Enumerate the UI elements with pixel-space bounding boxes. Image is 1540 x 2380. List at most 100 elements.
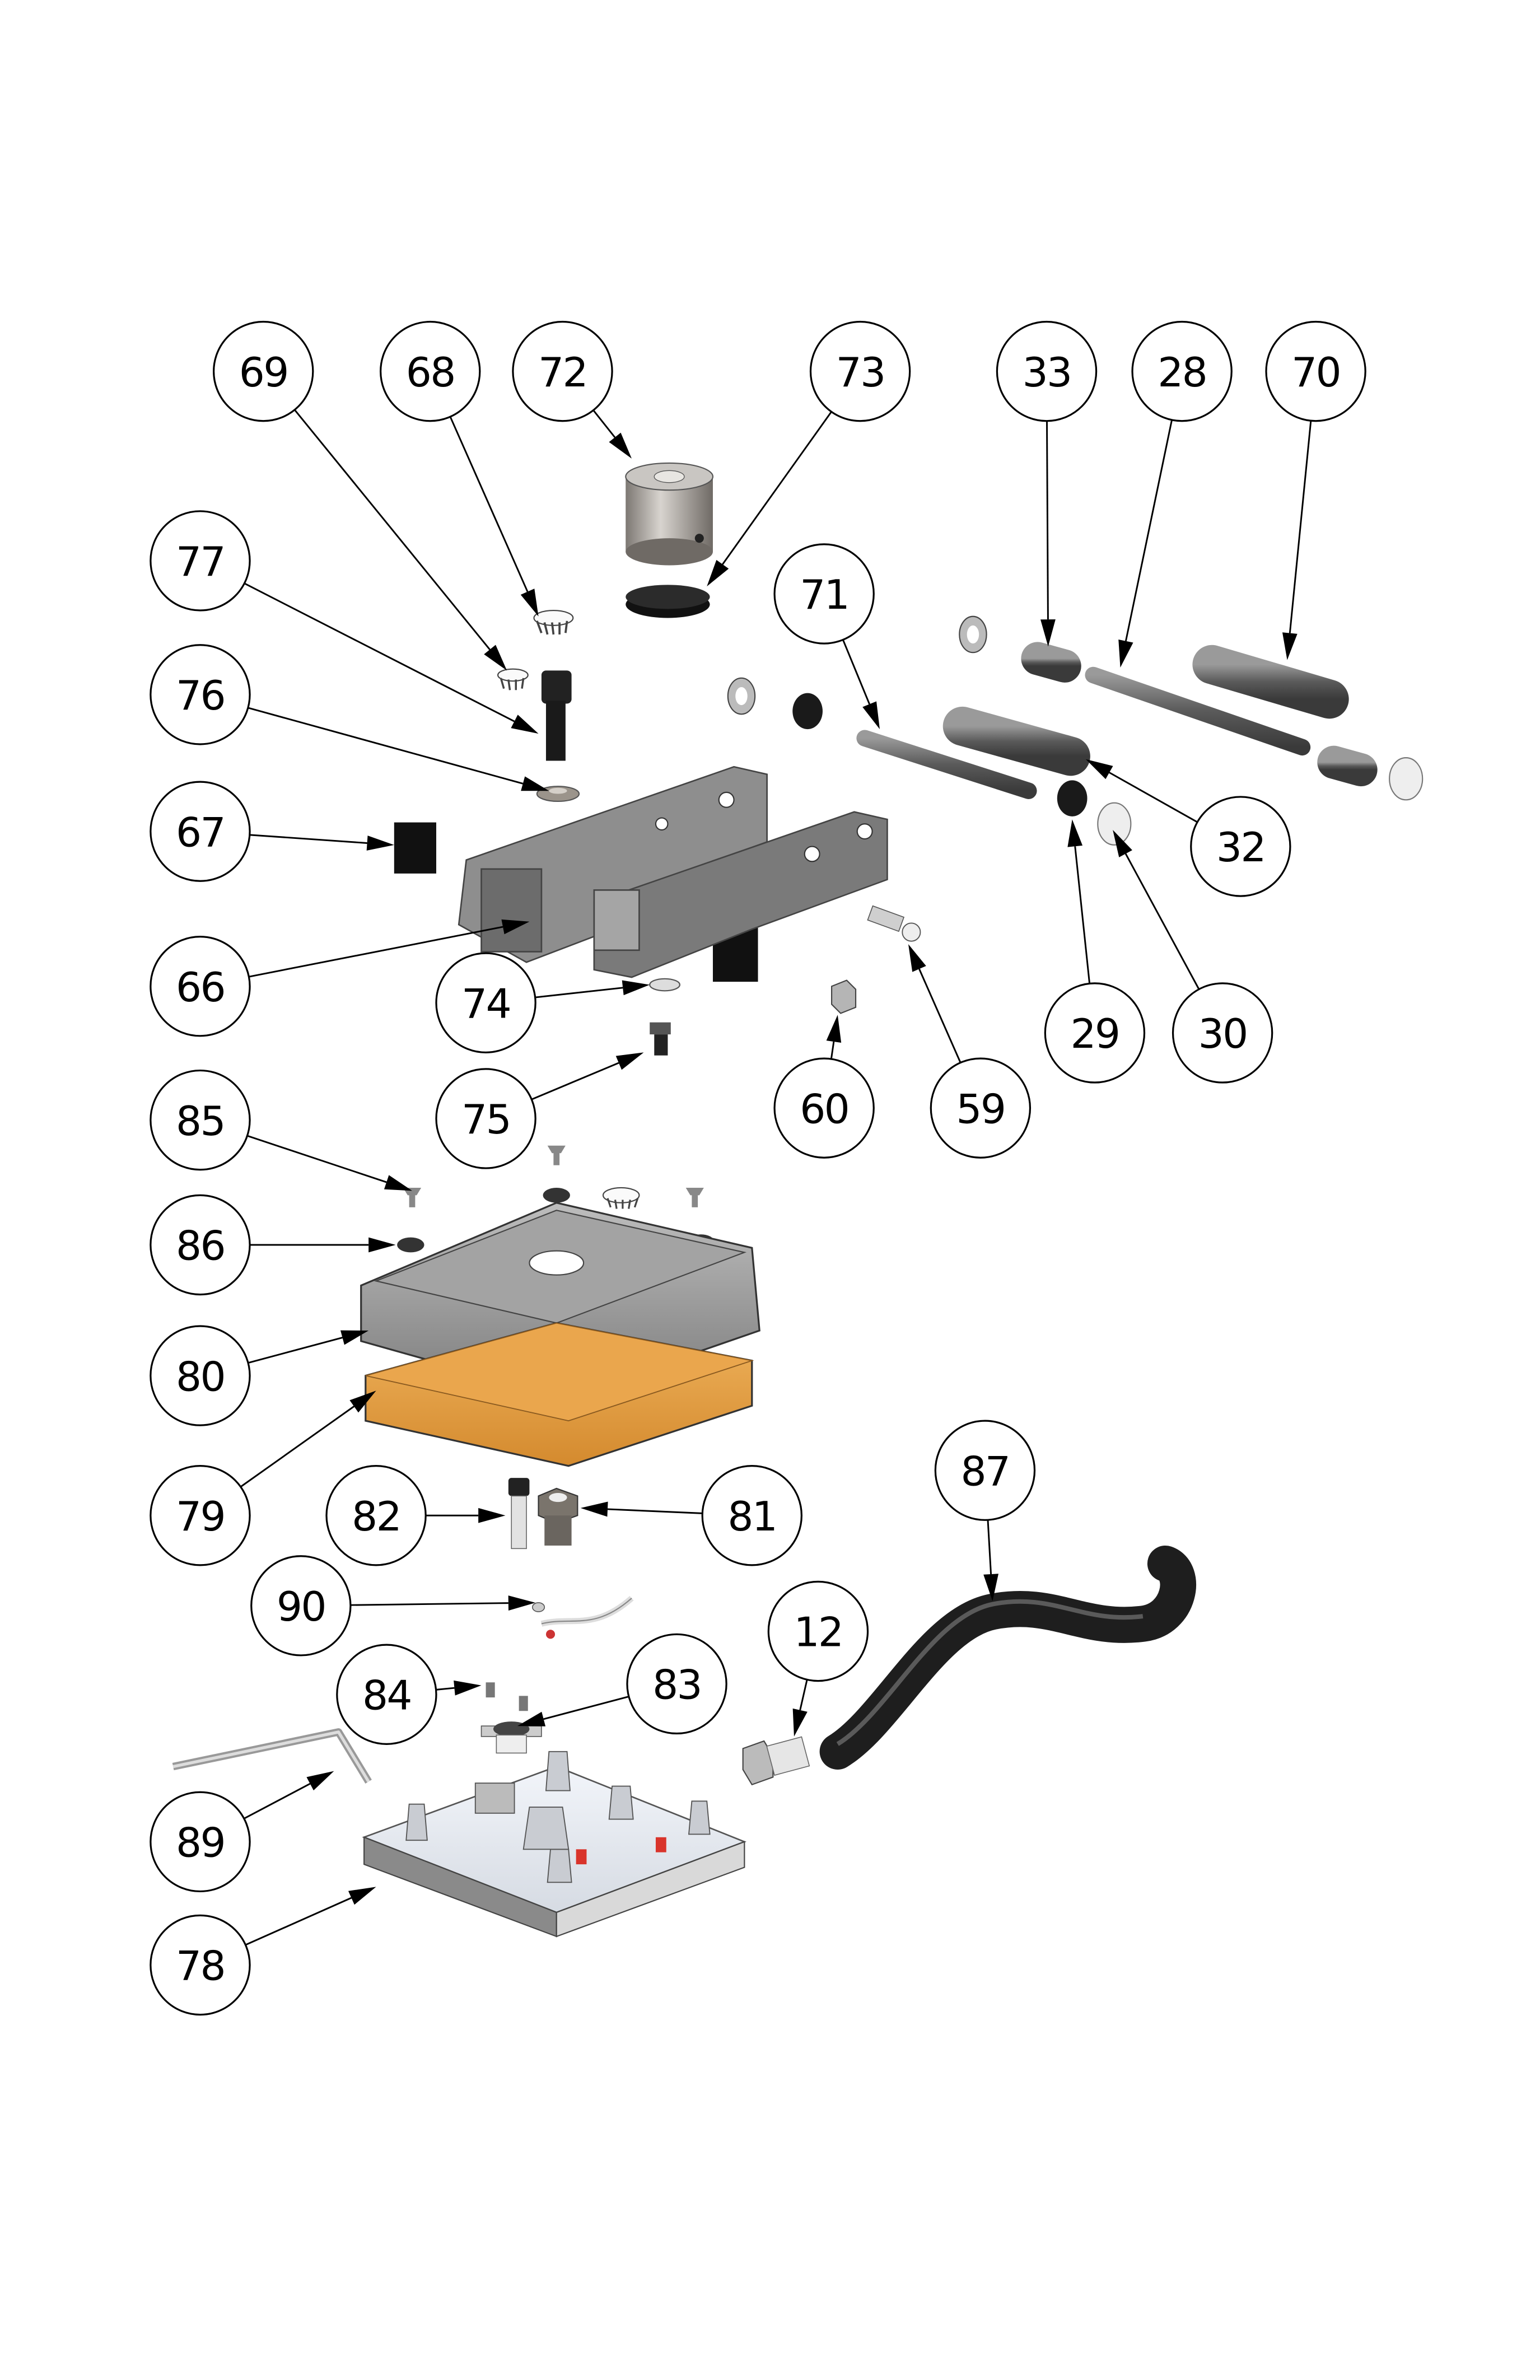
leader-line-30 (1124, 853, 1200, 990)
arrowhead-icon (511, 715, 539, 734)
callout-circle (996, 320, 1098, 422)
callout-bubble-81: 81 (701, 1465, 802, 1566)
callout-number: 77 (176, 539, 225, 586)
callout-bubble-69: 69 (213, 320, 314, 422)
part-rubber-disc (626, 585, 710, 618)
callout-bubble-70: 70 (1265, 320, 1366, 422)
callout-number: 75 (461, 1096, 510, 1144)
callout-number: 68 (406, 349, 455, 396)
arrowhead-icon (1118, 639, 1133, 668)
callout-number: 82 (352, 1494, 400, 1541)
part-rod (856, 730, 1037, 799)
leader-line-78 (245, 1897, 352, 1946)
callout-circle (701, 1465, 802, 1566)
callout-bubble-79: 79 (150, 1465, 251, 1566)
part-magnet-cylinder (625, 462, 714, 566)
leader-line-89 (244, 1782, 311, 1819)
callout-circle (150, 1194, 251, 1296)
callout-circle (809, 320, 911, 422)
part-dome-cap (1389, 757, 1424, 801)
callout-circle (213, 320, 314, 422)
callout-circle (435, 1068, 536, 1169)
leader-line-68 (449, 416, 529, 592)
callout-bubble-77: 77 (150, 510, 251, 612)
part-hose (819, 1545, 1196, 1770)
leader-line-67 (249, 834, 367, 844)
callout-circle (1265, 320, 1366, 422)
callout-number: 90 (277, 1584, 325, 1631)
callout-bubble-28: 28 (1131, 320, 1233, 422)
callout-number: 72 (538, 349, 587, 396)
part-thermostat (480, 1721, 542, 1754)
callout-circle (1190, 796, 1291, 897)
part-small-screws (486, 1682, 528, 1711)
callout-number: 84 (362, 1672, 411, 1719)
leader-line-90 (350, 1602, 508, 1606)
callout-number: 70 (1291, 349, 1340, 396)
leader-line-28 (1124, 419, 1173, 642)
parts-layer (172, 462, 1424, 1938)
callout-circle (773, 1057, 875, 1159)
callout-circle (325, 1465, 427, 1566)
callout-circle (250, 1555, 352, 1656)
leader-line-73 (722, 411, 832, 565)
arrowhead-icon (792, 1708, 808, 1737)
callout-bubble-89: 89 (150, 1791, 251, 1893)
arrowhead-icon (609, 432, 632, 459)
part-shoulder-screw (650, 1022, 671, 1056)
callout-circle (150, 1914, 251, 2016)
arrowhead-icon (580, 1501, 608, 1517)
callout-bubble-29: 29 (1044, 982, 1146, 1084)
leader-line-79 (240, 1406, 355, 1488)
callout-bubble-33: 33 (996, 320, 1098, 422)
callout-bubble-67: 67 (150, 781, 251, 882)
callout-number: 74 (461, 981, 510, 1028)
callout-number: 86 (176, 1223, 225, 1270)
callout-number: 89 (176, 1820, 225, 1867)
leader-line-81 (607, 1508, 703, 1514)
callout-bubble-30: 30 (1172, 982, 1273, 1084)
leader-line-84 (436, 1687, 455, 1691)
part-dome-cap-2 (1097, 802, 1132, 846)
leader-line-69 (294, 409, 491, 650)
leader-line-85 (247, 1135, 387, 1183)
arrowhead-icon (454, 1680, 482, 1696)
part-bearing (727, 677, 756, 715)
leader-line-77 (244, 582, 515, 722)
callout-circle (380, 320, 481, 422)
callout-circle (1131, 320, 1233, 422)
part-washer-black (1057, 780, 1088, 816)
callout-number: 85 (176, 1098, 225, 1145)
arrowhead-icon (908, 944, 926, 972)
callout-number: 83 (652, 1662, 701, 1709)
callout-circle (626, 1633, 727, 1735)
callout-bubble-78: 78 (150, 1914, 251, 2016)
callout-number: 60 (800, 1086, 848, 1133)
callout-bubble-83: 83 (626, 1633, 727, 1735)
leader-line-80 (248, 1337, 343, 1364)
arrowhead-icon (1067, 819, 1083, 847)
arrowhead-icon (707, 559, 729, 587)
leader-line-72 (592, 409, 616, 438)
part-snap-cap-small (497, 668, 529, 690)
callout-bubble-80: 80 (150, 1325, 251, 1426)
arrowhead-icon (340, 1330, 369, 1345)
arrowhead-icon (517, 1711, 546, 1726)
callout-circle (150, 936, 251, 1037)
part-bushing-short (1021, 642, 1081, 683)
part-bearing-2 (959, 615, 987, 654)
callout-circle (150, 644, 251, 745)
callout-circle (150, 781, 251, 882)
callout-bubble-82: 82 (325, 1465, 427, 1566)
leader-line-29 (1074, 846, 1091, 984)
callout-number: 71 (800, 572, 848, 619)
arrowhead-icon (1282, 632, 1298, 660)
part-shoulder-bolt (508, 1478, 530, 1550)
part-snap-cap-large (533, 609, 574, 635)
arrowhead-icon (501, 919, 530, 935)
callout-number: 33 (1023, 349, 1071, 396)
part-ball-stud (867, 905, 921, 942)
callout-number: 12 (794, 1609, 842, 1656)
part-tube (942, 706, 1090, 776)
callout-number: 59 (956, 1086, 1005, 1133)
